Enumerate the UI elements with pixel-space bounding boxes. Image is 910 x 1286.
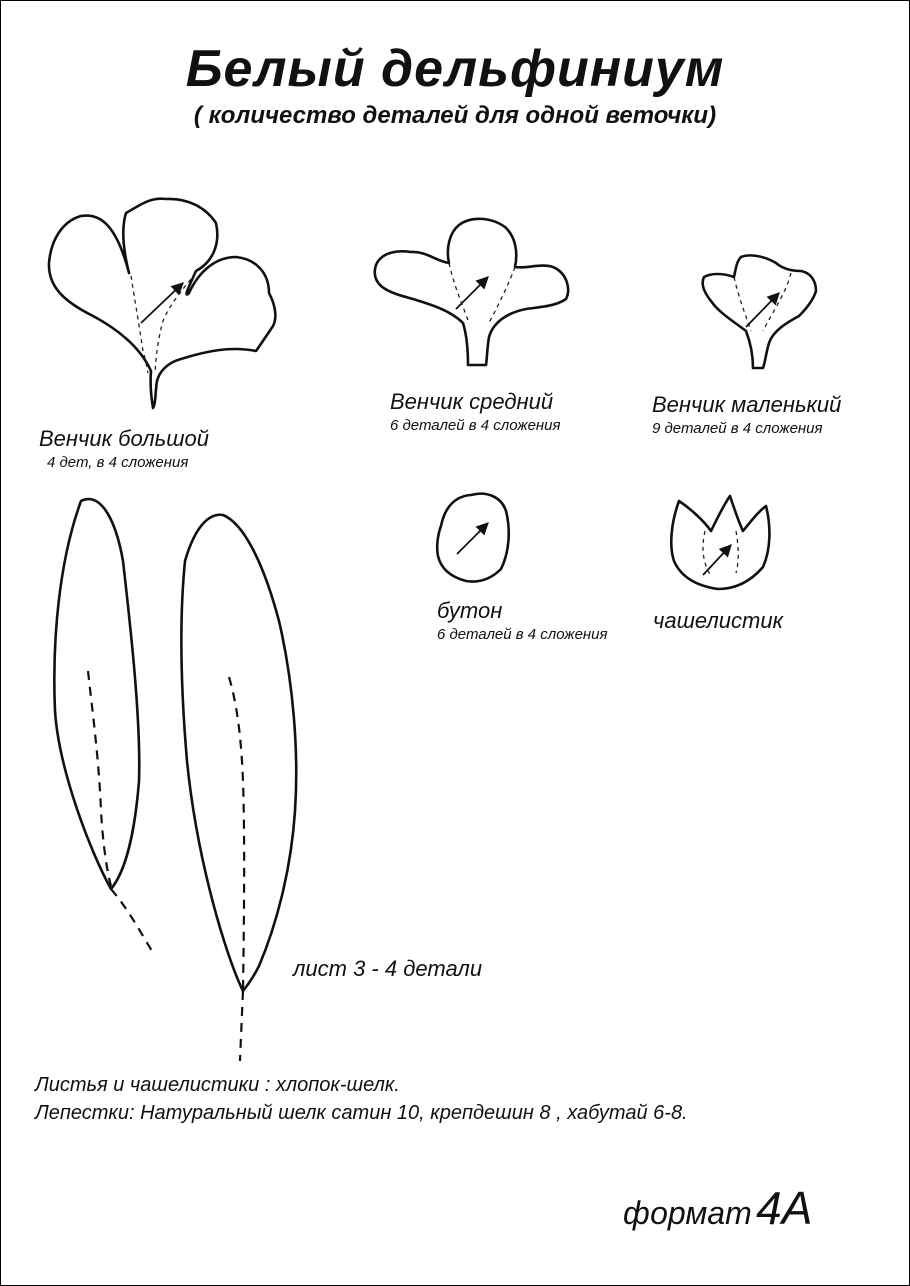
bud-pattern xyxy=(435,492,511,583)
materials-line-1: Листья и чашелистики : хлопок-шелк. xyxy=(35,1074,400,1096)
page-title: Белый дельфиниум xyxy=(185,40,725,98)
sepal-label: чашелистик xyxy=(653,608,783,633)
medium-corolla-pattern xyxy=(373,217,570,367)
format-mark: формат 4A xyxy=(623,1181,812,1235)
leaf-label: лист 3 - 4 детали xyxy=(293,956,483,981)
large-corolla-pattern xyxy=(47,197,277,410)
small-corolla-pattern xyxy=(701,254,818,370)
bud-label: бутон xyxy=(437,598,503,623)
large-corolla-label: Венчик большой xyxy=(39,426,209,451)
format-word: формат xyxy=(623,1195,752,1231)
leaf-1-pattern xyxy=(53,497,154,954)
format-value: 4A xyxy=(756,1182,813,1234)
page-subtitle: ( количество деталей для одной веточки) xyxy=(193,102,717,129)
medium-corolla-count: 6 деталей в 4 сложения xyxy=(390,417,561,434)
bud-count: 6 деталей в 4 сложения xyxy=(437,626,608,643)
sepal-pattern xyxy=(669,494,771,591)
small-corolla-count: 9 деталей в 4 сложения xyxy=(652,420,823,437)
leaf-2-pattern xyxy=(180,513,298,1062)
materials-line-2: Лепестки: Натуральный шелк сатин 10, кре… xyxy=(35,1102,688,1124)
medium-corolla-label: Венчик средний xyxy=(390,389,554,414)
large-corolla-count: 4 дет, в 4 сложения xyxy=(47,454,189,471)
small-corolla-label: Венчик маленький xyxy=(652,392,842,417)
